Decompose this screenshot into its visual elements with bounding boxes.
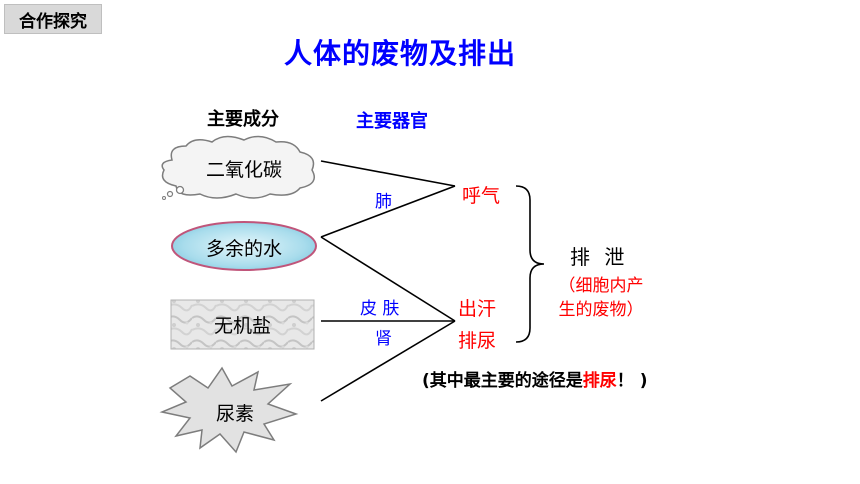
excretion-label: 排 泄 <box>570 245 629 269</box>
footnote-highlight: 排尿 <box>582 371 617 391</box>
component-water: 多余的水 <box>205 237 282 260</box>
header-main-organs: 主要器官 <box>356 111 428 132</box>
excretion-note-line2: 生的废物） <box>558 300 644 320</box>
component-urea: 尿素 <box>215 402 254 425</box>
footnote: (其中最主要的途径是排尿！ ) <box>422 366 647 391</box>
curly-brace <box>515 185 545 343</box>
excretion-note-line1: （细胞内产 <box>558 276 644 296</box>
page-title: 人体的废物及排出 <box>283 37 516 70</box>
organ-lung: 肺 <box>375 192 392 212</box>
footnote-suffix: ！ ) <box>616 371 648 391</box>
explosion-shape <box>159 366 299 454</box>
route-urinate: 排尿 <box>458 330 497 352</box>
organ-skin: 皮 肤 <box>360 299 400 319</box>
connector-lines <box>320 160 456 402</box>
organ-kidney: 肾 <box>375 329 392 349</box>
route-sweat: 出汗 <box>458 298 497 320</box>
header-main-components: 主要成分 <box>207 109 279 130</box>
cloud-shape <box>161 135 315 200</box>
marble-box <box>170 299 315 350</box>
water-ellipse <box>171 221 317 271</box>
route-breathe: 呼气 <box>462 185 501 207</box>
component-co2: 二氧化碳 <box>205 158 282 181</box>
footnote-prefix: (其中最主要的途径是 <box>422 371 583 391</box>
section-tag: 合作探究 <box>4 4 102 34</box>
excretion-note: （细胞内产 生的废物） <box>546 274 656 322</box>
component-salt: 无机盐 <box>213 314 271 337</box>
